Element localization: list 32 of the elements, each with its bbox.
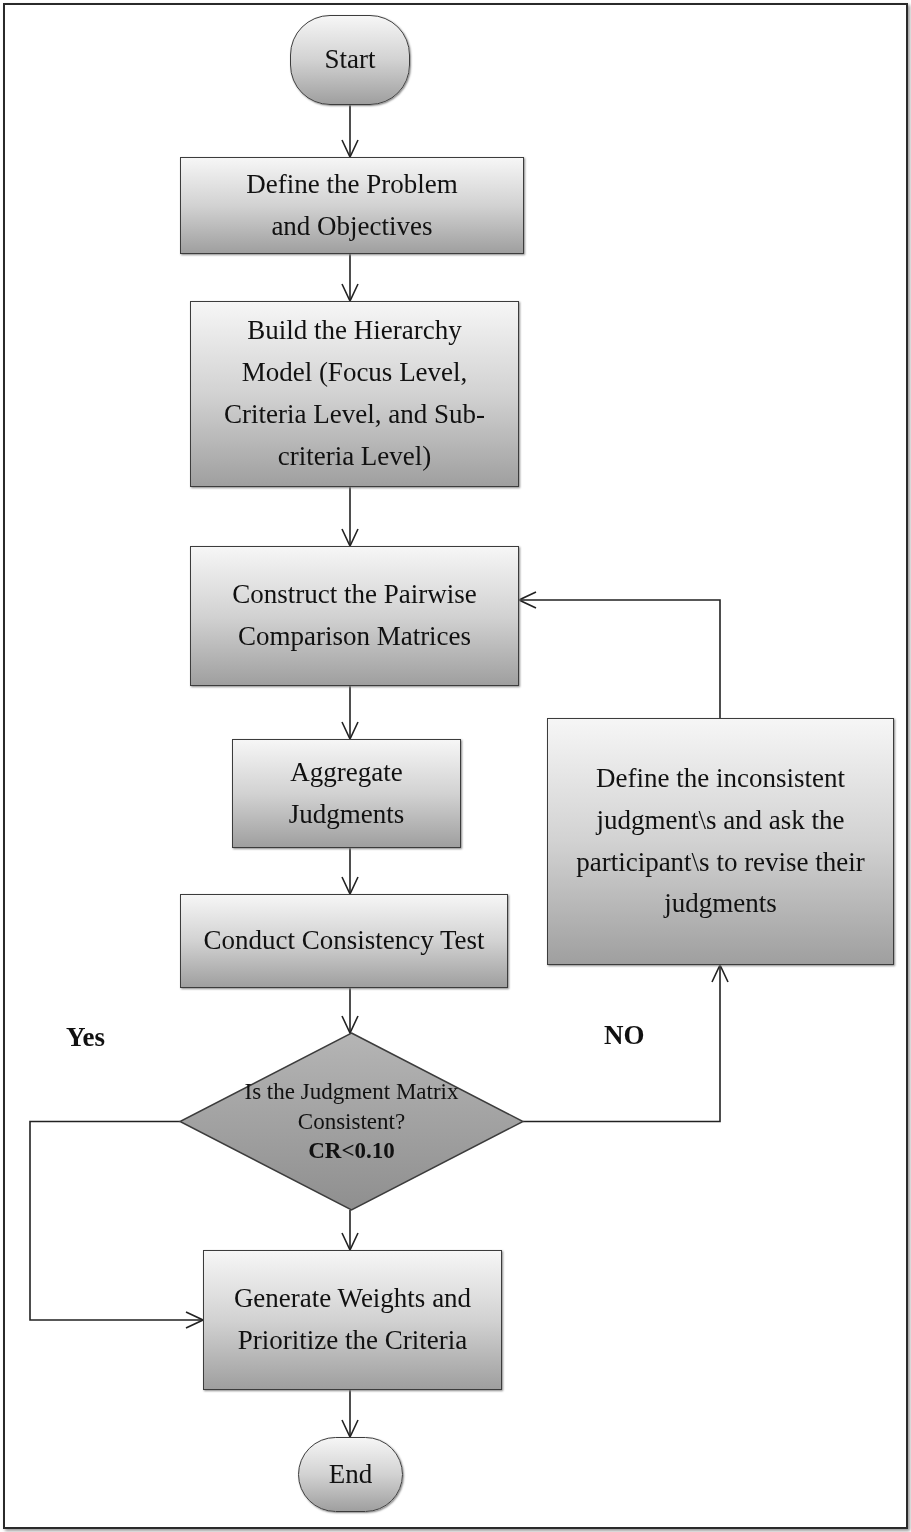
node-text: Define the inconsistent judgment\s and ask the participant\s to revise their judgments (575, 761, 866, 921)
arrow (522, 964, 729, 1123)
node-text: End (328, 1457, 373, 1491)
arrow (29, 1120, 204, 1329)
terminal-pill (290, 15, 410, 105)
decision-diamond (180, 1033, 523, 1210)
process-box (180, 157, 524, 254)
node-text: Build the Hierarchy Model (Focus Level, Criteria Level, and Sub-criteria Level) (223, 314, 486, 473)
process-box (180, 894, 508, 988)
arrow (341, 486, 359, 547)
arrow (341, 104, 359, 158)
arrow (341, 987, 359, 1034)
arrow (341, 847, 359, 895)
arrow (341, 1209, 359, 1251)
node-text: Generate Weights and Prioritize the Criteria (232, 1282, 473, 1357)
node-text: Start (324, 43, 376, 77)
arrow (341, 685, 359, 740)
process-box (190, 546, 519, 686)
terminal-pill (298, 1437, 403, 1512)
arrow (518, 591, 721, 719)
node-text: Define the Problem and Objectives (245, 167, 459, 243)
node-text: Conduct Consistency Test (203, 924, 485, 958)
node-text: Construct the Pairwise Comparison Matrices (231, 578, 478, 653)
process-box (232, 739, 461, 848)
node-text: Is the Judgment Matrix Consistent? (243, 1077, 460, 1136)
process-box (190, 301, 519, 487)
arrow (341, 253, 359, 302)
process-box (203, 1250, 502, 1390)
process-box (547, 718, 894, 965)
node-text: Aggregate Judgments (287, 755, 406, 831)
node-text: CR<0.10 (308, 1137, 395, 1166)
arrow (341, 1389, 359, 1438)
